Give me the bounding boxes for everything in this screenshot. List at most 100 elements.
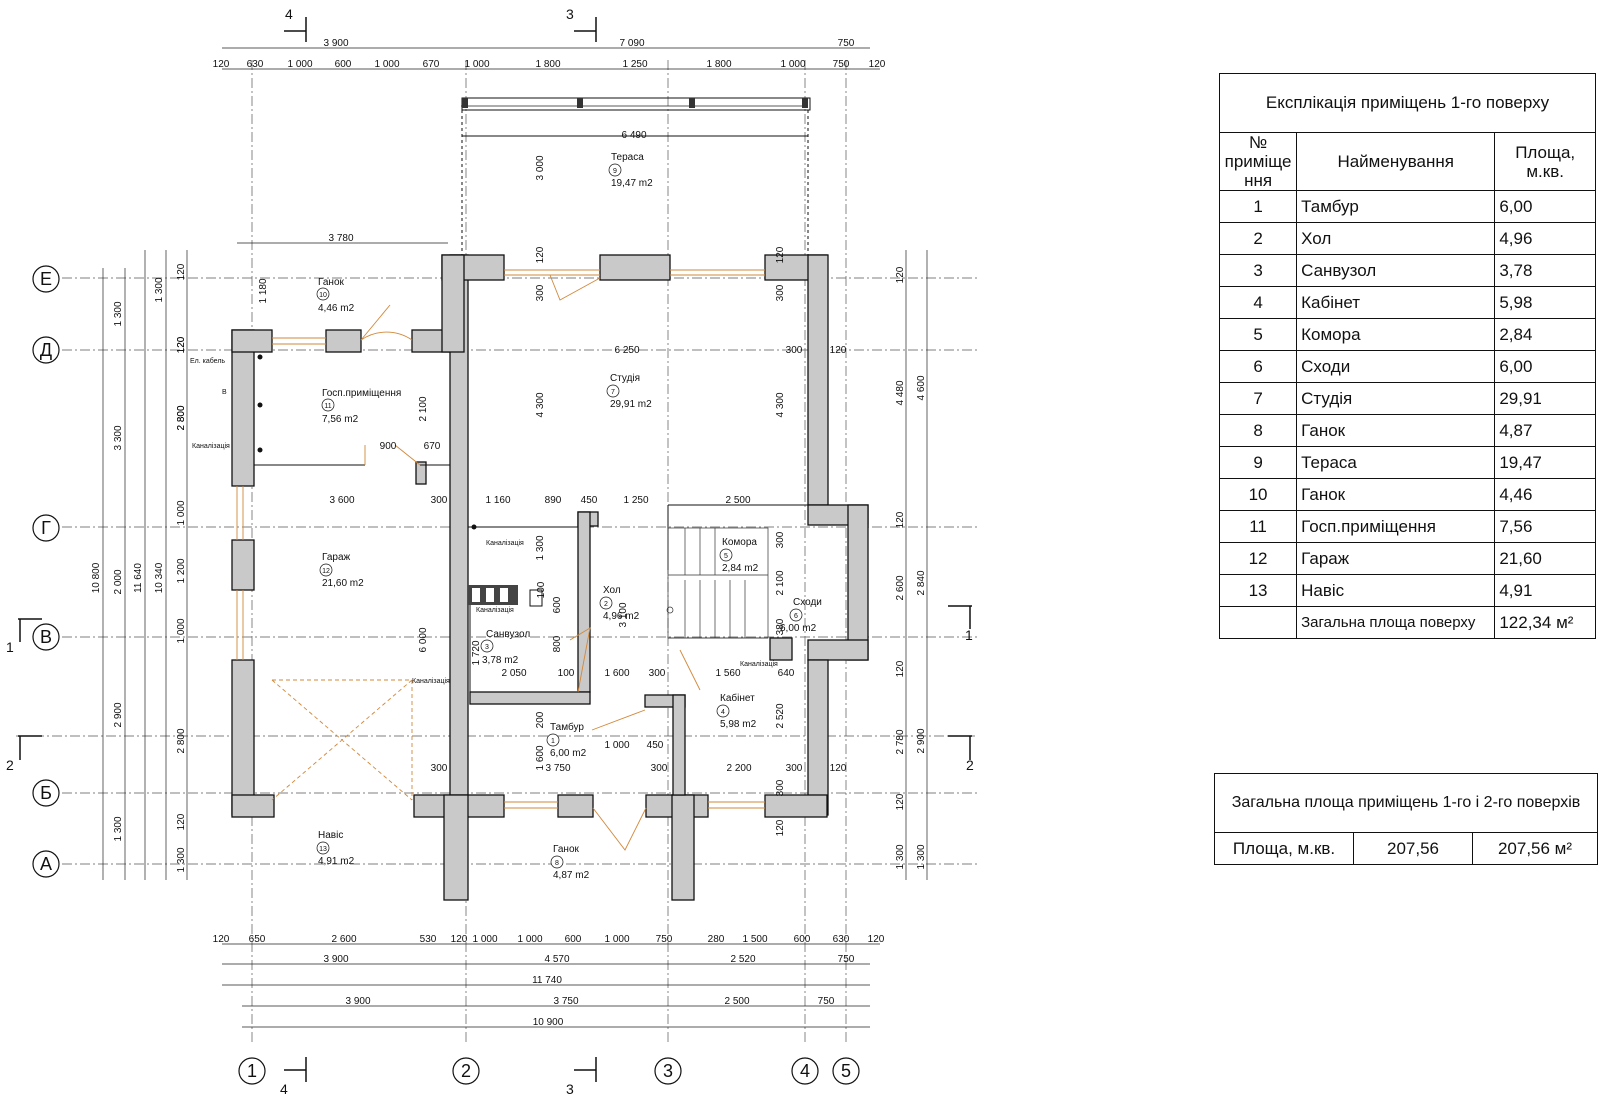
dim-text: 2 780: [895, 729, 906, 754]
dim-text: 120: [535, 246, 546, 263]
note-text: Каналізація: [476, 606, 514, 614]
room-number-cell: 6: [1218, 350, 1298, 383]
dim-text: 1 000: [604, 934, 629, 945]
room-number: 2: [604, 601, 608, 608]
note-text: Каналізація: [192, 442, 230, 450]
room-number-cell: 10: [1218, 478, 1298, 511]
room-area-cell: 6,00: [1494, 350, 1596, 383]
room-number-cell: 13: [1218, 574, 1298, 607]
dim-text: 4 300: [775, 392, 786, 417]
axis-label: 4: [800, 1061, 810, 1081]
dim-text: 7 090: [619, 38, 644, 49]
dim-text: 1 500: [742, 934, 767, 945]
dim-text: 2 500: [725, 495, 750, 506]
dim-text: 120: [830, 345, 847, 356]
room-name-cell: Тераса: [1296, 446, 1496, 479]
dim-text: 1 800: [706, 59, 731, 70]
dim-text: 300: [431, 763, 448, 774]
room-area-cell: 3,78: [1494, 254, 1596, 287]
room-name-cell: Студія: [1296, 382, 1496, 415]
empty-cell: [1218, 606, 1298, 639]
axis-label: 3: [663, 1061, 673, 1081]
dim-text: 120: [895, 511, 906, 528]
dim-text: 1 000: [176, 618, 187, 643]
room-name-cell: Комора: [1296, 318, 1496, 351]
dim-text: 10 900: [533, 1017, 564, 1028]
note-text: Каналізація: [486, 539, 524, 547]
dim-text: 2 520: [775, 703, 786, 728]
header-name: Найменування: [1296, 132, 1496, 191]
dim-text: 1 300: [916, 844, 927, 869]
room-area-cell: 4,87: [1494, 414, 1596, 447]
dim-text: 600: [794, 934, 811, 945]
dim-text: 120: [775, 246, 786, 263]
dim-text: 1 300: [113, 301, 124, 326]
summary-value: 207,56: [1353, 832, 1473, 865]
room-name-cell: Гараж: [1296, 542, 1496, 575]
dim-text: 2 100: [775, 570, 786, 595]
dim-text: 1 000: [517, 934, 542, 945]
dimensions-top: 3 900 7 090 750 120 630 1 000 600 1 000 …: [213, 38, 886, 70]
axis-markers-vertical: 1 2 3 4 5: [238, 1057, 860, 1085]
dim-text: 1 300: [113, 816, 124, 841]
dim-text: 120: [213, 59, 230, 70]
dim-text: 300: [775, 779, 786, 796]
room-number-cell: 4: [1218, 286, 1298, 319]
axis-label: Д: [40, 340, 52, 360]
note-text: Ел. кабель: [190, 357, 225, 365]
room-area-cell: 7,56: [1494, 510, 1596, 543]
total-row: Загальна площа поверху 122,34 м²: [1218, 606, 1596, 639]
windows: [236, 269, 765, 809]
axis-label: 5: [841, 1061, 851, 1081]
header-number: № приміще ння: [1218, 132, 1298, 191]
dim-text: 120: [176, 813, 187, 830]
room-name: Госп.приміщення: [322, 388, 401, 399]
dim-text: 1 000: [780, 59, 805, 70]
room-area-cell: 19,47: [1494, 446, 1596, 479]
explication-table: Експлікація приміщень 1-го поверху № при…: [1218, 73, 1596, 639]
header-area: Площа, м.кв.: [1494, 132, 1596, 191]
dim-text: 2 000: [113, 569, 124, 594]
dim-text: 3 780: [328, 233, 353, 244]
room-number-cell: 8: [1218, 414, 1298, 447]
utility-notes: Ел. кабель В Каналізація Каналізація Кан…: [190, 354, 778, 685]
dim-text: 600: [565, 934, 582, 945]
partitions: [254, 464, 808, 692]
dim-text: 1 000: [176, 500, 187, 525]
section-label: 2: [966, 757, 974, 773]
room-area: 4,46 m2: [318, 303, 355, 314]
room-number: 10: [319, 292, 327, 299]
room-area: 4,91 m2: [318, 856, 355, 867]
dim-text: 1 200: [176, 558, 187, 583]
dim-text: 2 600: [895, 575, 906, 600]
summary-value: 207,56 м²: [1472, 832, 1598, 865]
section-markers: 4 3 4 3 1 1 2 2: [6, 6, 974, 1097]
dim-text: 2 900: [113, 702, 124, 727]
dim-text: 120: [868, 934, 885, 945]
dim-text: 650: [249, 934, 266, 945]
note-text: Каналізація: [412, 677, 450, 685]
note-text: Каналізація: [740, 660, 778, 668]
axis-label: 2: [461, 1061, 471, 1081]
dim-text: 1 600: [535, 745, 546, 770]
dim-text: 120: [176, 336, 187, 353]
summary-table: Загальна площа приміщень 1-го і 2-го пов…: [1214, 773, 1598, 865]
room-area: 4,96 m2: [603, 611, 640, 622]
room-number-cell: 2: [1218, 222, 1298, 255]
bathroom-fixtures: [468, 585, 543, 607]
dim-text: 2 050: [501, 668, 526, 679]
section-label: 3: [566, 6, 574, 22]
room-area-cell: 6,00: [1494, 190, 1596, 223]
grid-lines: [16, 60, 980, 1045]
room-name: Комора: [722, 537, 757, 548]
room-area: 3,78 m2: [482, 655, 519, 666]
total-label: Загальна площа поверху: [1296, 606, 1496, 639]
room-area-cell: 4,91: [1494, 574, 1596, 607]
dim-text: 1 180: [258, 278, 269, 303]
room-area: 7,56 m2: [322, 414, 359, 425]
